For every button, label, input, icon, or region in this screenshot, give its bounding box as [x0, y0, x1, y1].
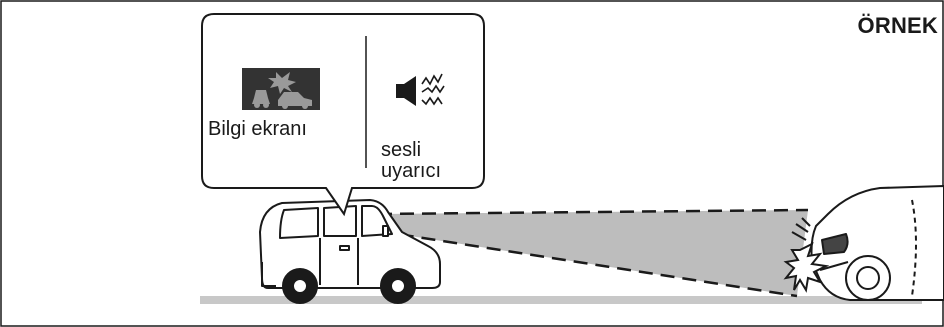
- sound-label-line2: uyarıcı: [381, 160, 441, 183]
- sound-label-line1: sesli: [381, 139, 421, 162]
- display-label: Bilgi ekranı: [208, 118, 307, 141]
- collision-warning-icon: [242, 68, 320, 110]
- callout-bubble: [202, 14, 484, 214]
- example-label: ÖRNEK: [858, 13, 938, 39]
